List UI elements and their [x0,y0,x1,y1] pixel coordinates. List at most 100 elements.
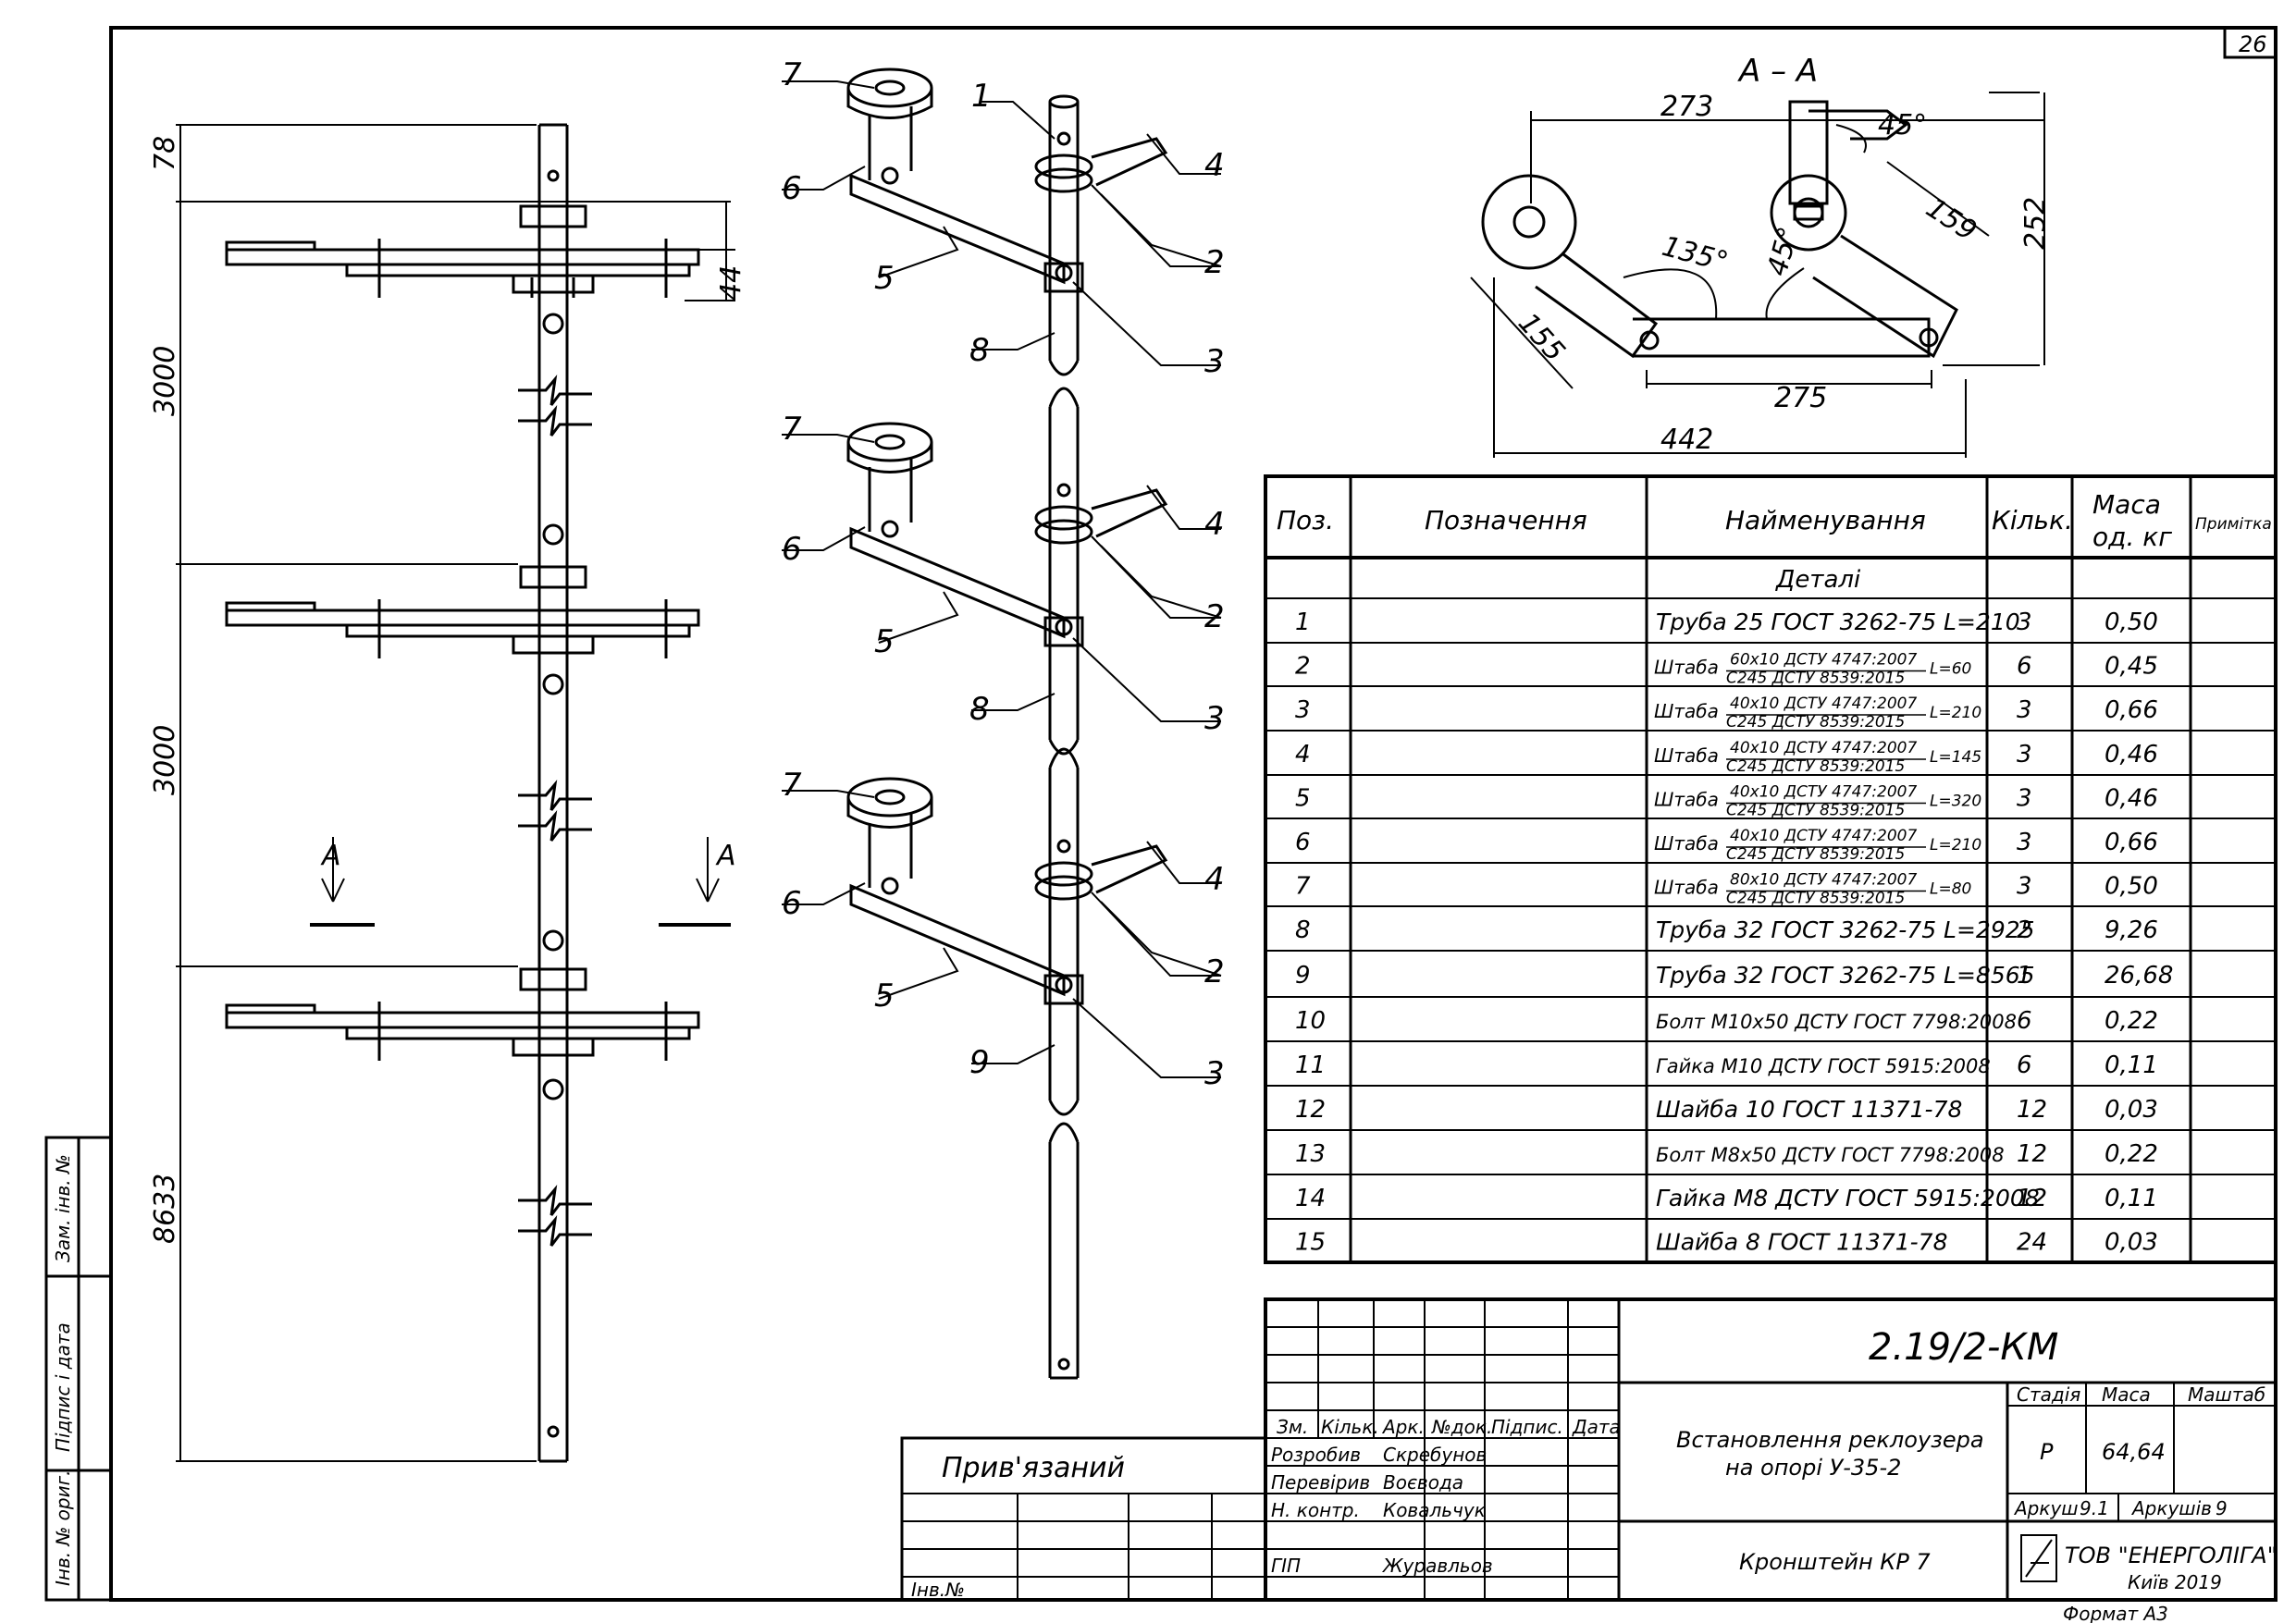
name-gip: Журавльов [1381,1555,1493,1577]
col-ndok: №док. [1431,1416,1492,1438]
spec-row-qty: 6 [2017,1007,2032,1035]
sheets-value: 9 [2216,1497,2228,1519]
col-ark: Арк. [1381,1416,1425,1438]
spec-row-profile: 40х10 ДСТУ 4747:2007 [1730,827,1917,845]
hdr-mass-2: од. кг [2092,522,2172,552]
name-razrobyv: Скребунов [1383,1444,1487,1466]
spec-table-rows: 1 Труба 25 ГОСТ 3262-75 L=210 3 0,50 2 Штаба 6… [1295,609,2173,1257]
spec-row-qty: 3 [2017,829,2032,856]
spec-row-pos: 15 [1295,1229,1326,1257]
spec-row-steel: С245 ДСТУ 8539:2015 [1726,757,1905,776]
name-n-kontr: Ковальчук [1383,1499,1486,1521]
spec-row-mass: 0,11 [2105,1185,2158,1212]
callout-6-a: 6 [782,170,802,207]
sheet-title: Кронштейн КР 7 [1739,1549,1931,1575]
dim-155: 155 [1512,307,1571,368]
role-n-kontr: Н. контр. [1271,1499,1360,1521]
callout-4-a: 4 [1204,147,1225,184]
spec-row-name: Труба 32 ГОСТ 3262-75 L=8565 [1656,962,2035,989]
spec-row-name: Болт М10х50 ДСТУ ГОСТ 7798:2008 [1656,1011,2017,1033]
spec-row-name: Шайба 10 ГОСТ 11371-78 [1656,1096,1962,1123]
spec-row-mass: 0,22 [2105,1140,2158,1168]
spec-row-name: Гайка М10 ДСТУ ГОСТ 5915:2008 [1656,1055,1991,1077]
isometric-view [782,68,1222,1380]
callout-7-a: 7 [782,56,802,93]
spec-row-mass: 0,03 [2105,1229,2158,1257]
spec-row-pos: 13 [1295,1140,1326,1168]
scale-label: Маштаб [2188,1383,2265,1406]
dim-44: 44 [715,265,747,301]
side-stamp [44,1136,113,1602]
spec-row-qty: 12 [2017,1096,2047,1124]
callout-5-a: 5 [874,260,895,297]
spec-row-pos: 3 [1295,696,1311,724]
callout-7-b: 7 [782,411,802,448]
title-block-grid [900,1297,2277,1602]
spec-row-mass: 0,50 [2105,873,2158,901]
hdr-pos: Поз. [1277,505,1334,535]
spec-row-prefix: Штаба [1654,789,1719,811]
project-title-1: Встановлення реклоузера [1676,1427,1984,1453]
hdr-name: Найменування [1725,505,1926,535]
role-pereviryv: Перевірив [1271,1471,1370,1494]
inv-no-label: Інв.№ [911,1579,965,1601]
dim-3000-b: 3000 [149,725,181,795]
dim-45-top: 45° [1878,109,1927,141]
hdr-mass-1: Маса [2092,489,2161,520]
spec-row-mass: 0,66 [2105,829,2158,856]
dim-3000-a: 3000 [149,346,181,416]
spec-row-pos: 14 [1295,1185,1326,1212]
callout-7-c: 7 [782,767,802,804]
spec-row-steel: С245 ДСТУ 8539:2015 [1726,713,1905,732]
section-title: A – A [1737,53,1818,90]
spec-row-pos: 9 [1295,962,1311,990]
title-block-text: 2.19/2-КМ Встановлення реклоузера на опо… [911,1326,2277,1601]
spec-row-qty: 12 [2017,1140,2047,1168]
spec-row-pos: 11 [1295,1051,1326,1079]
callout-5-b: 5 [874,623,895,660]
callout-9: 9 [969,1044,990,1081]
spec-row-prefix: Штаба [1654,700,1719,722]
dim-159: 159 [1920,191,1982,248]
spec-row-mass: 26,68 [2105,962,2173,990]
callout-2-a: 2 [1204,244,1225,281]
spec-row-length: L=145 [1930,748,1981,767]
spec-row-steel: С245 ДСТУ 8539:2015 [1726,890,1905,908]
spec-row-qty: 1 [2017,962,2032,990]
sheet-number: 26 [2239,31,2267,57]
callout-2-b: 2 [1204,598,1225,635]
spec-row-steel: С245 ДСТУ 8539:2015 [1726,670,1905,688]
callout-8-a: 8 [969,332,990,369]
hdr-note: Примітка [2195,515,2272,534]
spec-row-prefix: Штаба [1654,832,1719,855]
side-pidpys-data: Підпис і дата [52,1322,74,1452]
spec-row-length: L=210 [1930,836,1981,855]
spec-row-name: Труба 25 ГОСТ 3262-75 L=210 [1656,609,2020,635]
dim-275: 275 [1774,382,1827,414]
spec-row-profile: 60х10 ДСТУ 4747:2007 [1730,651,1917,670]
spec-row-qty: 3 [2017,741,2032,768]
col-data: Дата [1572,1416,1621,1438]
dim-252: 252 [2019,197,2052,250]
dim-78: 78 [149,136,181,171]
spec-row-mass: 0,11 [2105,1051,2158,1079]
col-kilk: Кільк. [1321,1416,1379,1438]
spec-table-grid [1264,474,2277,1264]
sheets-label: Аркушів [2130,1497,2212,1519]
spec-row-steel: С245 ДСТУ 8539:2015 [1726,845,1905,864]
project-title-2: на опорі У-35-2 [1725,1455,1901,1481]
spec-row-profile: 80х10 ДСТУ 4747:2007 [1730,871,1917,890]
spec-row-mass: 0,03 [2105,1096,2158,1124]
spec-row-mass: 0,66 [2105,696,2158,724]
spec-row-length: L=60 [1930,660,1971,679]
cut-label-right: A [715,840,736,872]
spec-row-mass: 0,22 [2105,1007,2158,1035]
spec-row-pos: 6 [1295,829,1311,856]
callout-4-b: 4 [1204,506,1225,543]
col-zm: Зм. [1277,1416,1308,1438]
spec-row-pos: 4 [1295,741,1311,768]
col-pidpys: Підпис. [1491,1416,1563,1438]
spec-row-prefix: Штаба [1654,877,1719,899]
spec-row-qty: 2 [2017,916,2032,944]
